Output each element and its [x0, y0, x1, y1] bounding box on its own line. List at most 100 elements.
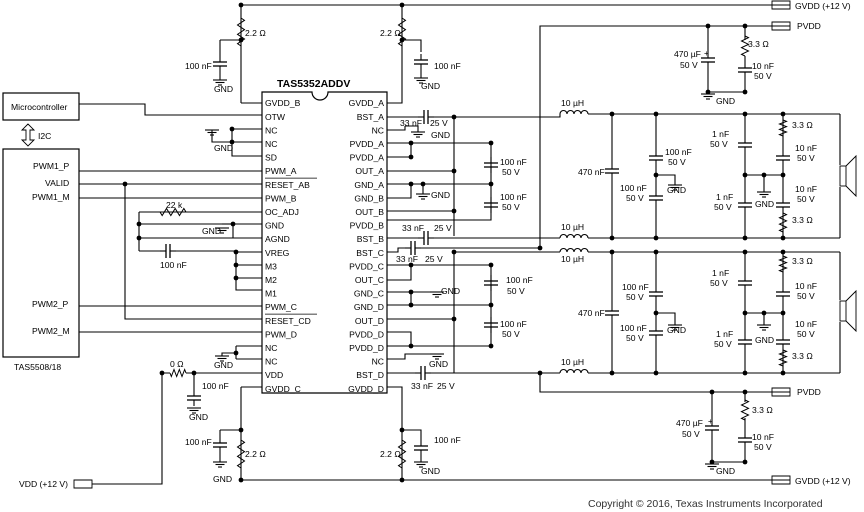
label-gnd-cd-f: GND	[667, 325, 686, 335]
junction-dot-65	[742, 23, 748, 29]
pin-left-gvdd-c: GVDD_C	[265, 384, 301, 394]
label-c-bstb: 33 nF	[402, 223, 424, 233]
cap-gvdd-d	[414, 440, 428, 456]
pin-right-pvdd-a: PVDD_A	[350, 139, 385, 149]
label-c-1n-d: 1 nF	[716, 329, 733, 339]
label-gnd-spk-ab: GND	[755, 199, 774, 209]
cap-ab-1	[649, 150, 663, 166]
resistor-snub-a	[778, 119, 788, 137]
label-c-10n-a: 10 nF	[795, 143, 817, 153]
label-gnd-bot: GND	[716, 466, 735, 476]
cap-470n-cd	[605, 305, 619, 321]
label-c-ab-1: 100 nF	[665, 147, 692, 157]
gnd-nc-left	[205, 129, 219, 136]
label-c-470u-top: 470 µF	[674, 49, 701, 59]
junction-dot-17	[233, 350, 239, 356]
label-v-cd-1: 50 V	[626, 292, 644, 302]
cap-gvdd-b	[213, 56, 227, 72]
copyright: Copyright © 2016, Texas Instruments Inco…	[588, 498, 823, 510]
label-v-1n-b: 50 V	[714, 202, 732, 212]
label-v-pvddb: 50 V	[502, 202, 520, 212]
label-ind-c: 10 µH	[561, 254, 584, 264]
label-c-gvdd-d: 100 nF	[434, 435, 461, 445]
junction-dot-55	[780, 370, 786, 376]
label-v-10n-a: 50 V	[797, 153, 815, 163]
pin-left-otw: OTW	[265, 112, 286, 122]
label-gnd-gvdd-d: GND	[421, 466, 440, 476]
pin-right-gvdd-d: GVDD_D	[348, 384, 384, 394]
label-r-3-3-c: 3.3 Ω	[792, 256, 813, 266]
cap-470u-top	[701, 52, 715, 68]
cap-10n-b	[776, 197, 790, 213]
junction-dot-5	[399, 427, 405, 433]
label-c-vdd: 100 nF	[202, 381, 229, 391]
junction-dot-26	[451, 114, 457, 120]
cap-gvdd-c	[213, 437, 227, 453]
junction-dot-36	[451, 249, 457, 255]
pin-right-bst-a: BST_A	[357, 112, 384, 122]
label-c-gvdd-c: 100 nF	[185, 437, 212, 447]
junction-dot-24	[451, 168, 457, 174]
junction-dot-35	[451, 316, 457, 322]
microcontroller-block	[2, 92, 80, 121]
cap-bst-d	[415, 366, 431, 380]
label-r-gvdd-b: 2.2 Ω	[245, 28, 266, 38]
cap-1n-b	[738, 197, 752, 213]
cap-gvdd-a	[414, 54, 428, 70]
resistor-snub-c	[778, 255, 788, 273]
cap-470u-top-plus: +	[704, 49, 709, 58]
gnd-gvdd-a	[414, 77, 428, 84]
label-c-pvddb: 100 nF	[500, 192, 527, 202]
cap-cd-1	[649, 286, 663, 302]
cap-pvdd-d	[484, 317, 498, 333]
gnd-nc-d	[430, 353, 444, 360]
pin-pwm2-m: PWM2_M	[32, 326, 70, 336]
pin-left-pwm-d: PWM_D	[265, 329, 297, 339]
i2c-label: I2C	[38, 131, 51, 141]
label-v-1n-d: 50 V	[714, 339, 732, 349]
label-ind-a: 10 µH	[561, 98, 584, 108]
gnd-gvdd-b	[213, 79, 227, 86]
label-c-10n-d: 10 nF	[795, 319, 817, 329]
label-v-pvdda: 50 V	[502, 167, 520, 177]
label-c-10n-top: 10 nF	[752, 61, 774, 71]
label-r-0: 0 Ω	[170, 359, 184, 369]
junction-dot-40	[609, 111, 615, 117]
label-v-bstd: 25 V	[437, 381, 455, 391]
inductor-b	[559, 233, 589, 239]
speaker-ab-icon	[839, 154, 857, 198]
label-c-1n-a: 1 nF	[712, 129, 729, 139]
cap-10n-c	[776, 286, 790, 302]
label-c-pvddd: 100 nF	[500, 319, 527, 329]
gnd-gvdd-c	[213, 461, 227, 468]
label-c-bsta: 33 nF	[400, 118, 422, 128]
label-gnd-spk-cd: GND	[755, 335, 774, 345]
tas5508-block	[2, 148, 80, 358]
label-v-10n-d: 50 V	[797, 329, 815, 339]
cap-bst-c	[405, 241, 421, 255]
junction-dot-3	[238, 2, 244, 8]
label-v-470u-top: 50 V	[680, 60, 698, 70]
junction-dot-27	[408, 181, 414, 187]
junction-dot-41	[653, 111, 659, 117]
label-r-3-3-bot: 3.3 Ω	[752, 405, 773, 415]
label-v-10n-bot: 50 V	[754, 442, 772, 452]
resistor-gvdd-c	[236, 439, 246, 469]
label-r-gvdd-a: 2.2 Ω	[380, 28, 401, 38]
label-c-ab-2: 100 nF	[620, 183, 647, 193]
label-c-gvdd-a: 100 nF	[434, 61, 461, 71]
junction-dot-16	[233, 275, 239, 281]
label-r-22k: 22 k	[166, 200, 183, 210]
i2c-arrow	[20, 123, 36, 147]
gnd-spk-ab	[757, 191, 771, 198]
label-v-10n-top: 50 V	[754, 71, 772, 81]
label-v-10n-b: 50 V	[797, 194, 815, 204]
junction-dot-34	[488, 343, 494, 349]
chip-left-pins: GVDD_BOTWNCNCSDPWM_ARESET_ABPWM_BOC_ADJG…	[265, 98, 317, 394]
pin-right-nc: NC	[372, 125, 384, 135]
junction-dot-50	[742, 249, 748, 255]
inductor-c	[559, 247, 589, 253]
junction-dot-21	[408, 140, 414, 146]
label-gnd-top: GND	[716, 96, 735, 106]
junction-dot-25	[451, 208, 457, 214]
